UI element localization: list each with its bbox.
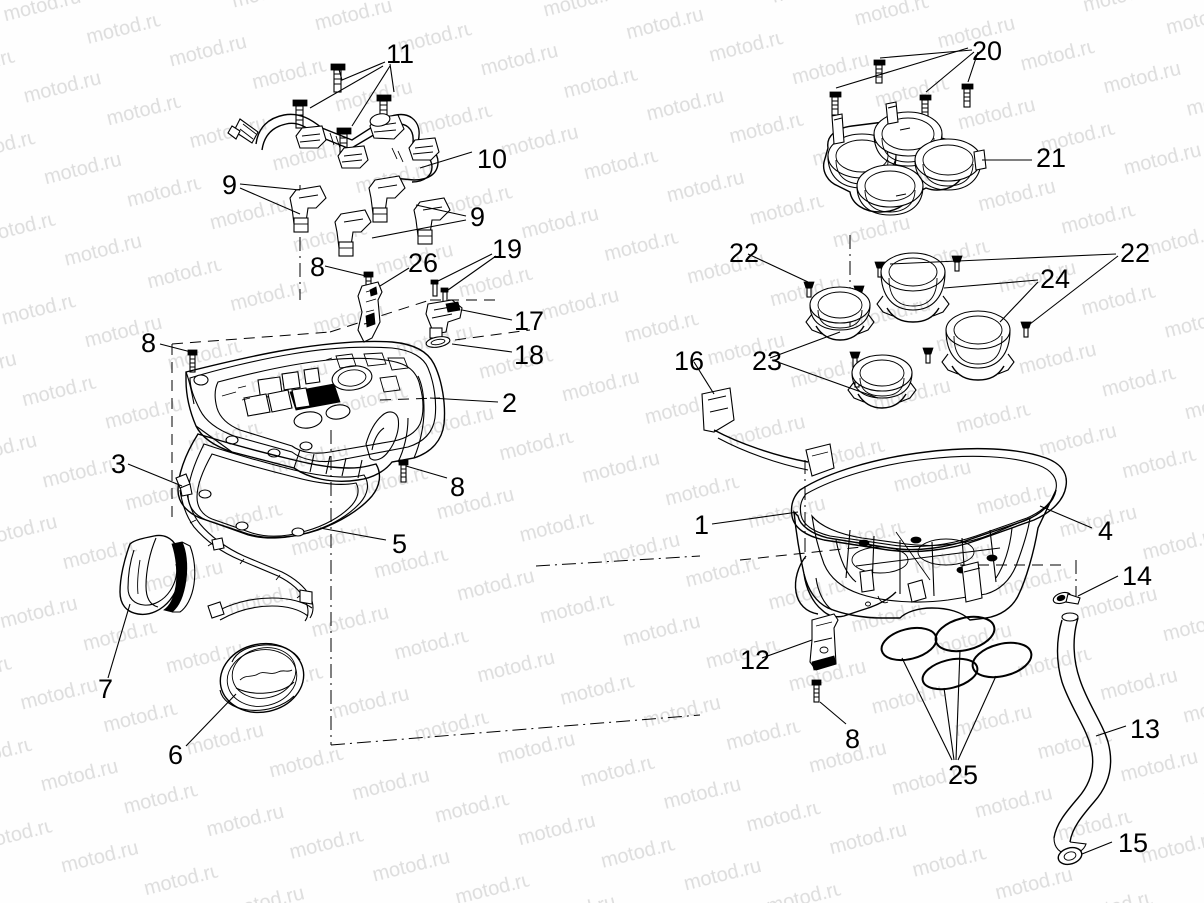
callout-1[interactable]: 1 bbox=[694, 510, 710, 540]
callout-4[interactable]: 4 bbox=[1098, 516, 1114, 546]
callout-20[interactable]: 20 bbox=[972, 36, 1003, 66]
callout-15[interactable]: 15 bbox=[1118, 828, 1149, 858]
callout-8-bottom[interactable]: 8 bbox=[845, 724, 861, 754]
callout-26[interactable]: 26 bbox=[408, 248, 439, 278]
callout-5[interactable]: 5 bbox=[392, 529, 408, 559]
callout-22-right[interactable]: 22 bbox=[1120, 238, 1151, 268]
callout-2[interactable]: 2 bbox=[502, 388, 518, 418]
callout-8-left[interactable]: 8 bbox=[141, 328, 157, 358]
callout-23[interactable]: 23 bbox=[752, 346, 783, 376]
callout-14[interactable]: 14 bbox=[1122, 561, 1153, 591]
callout-3[interactable]: 3 bbox=[111, 449, 127, 479]
callout-11[interactable]: 11 bbox=[386, 39, 415, 69]
callout-22-left[interactable]: 22 bbox=[729, 238, 760, 268]
callout-12[interactable]: 12 bbox=[740, 645, 771, 675]
callout-10[interactable]: 10 bbox=[477, 144, 508, 174]
callout-19[interactable]: 19 bbox=[492, 234, 523, 264]
callout-17[interactable]: 17 bbox=[514, 306, 545, 336]
callout-8-upper[interactable]: 8 bbox=[310, 252, 326, 282]
callout-16[interactable]: 16 bbox=[674, 346, 705, 376]
callout-13[interactable]: 13 bbox=[1130, 714, 1161, 744]
callout-21[interactable]: 21 bbox=[1036, 143, 1067, 173]
callout-9-right[interactable]: 9 bbox=[470, 202, 486, 232]
callout-6[interactable]: 6 bbox=[168, 740, 184, 770]
callout-8-under-cover[interactable]: 8 bbox=[450, 472, 466, 502]
callout-9-left[interactable]: 9 bbox=[222, 170, 238, 200]
callout-24[interactable]: 24 bbox=[1040, 264, 1071, 294]
callout-25[interactable]: 25 bbox=[948, 760, 979, 790]
callout-18[interactable]: 18 bbox=[514, 340, 545, 370]
callout-7[interactable]: 7 bbox=[98, 674, 114, 704]
